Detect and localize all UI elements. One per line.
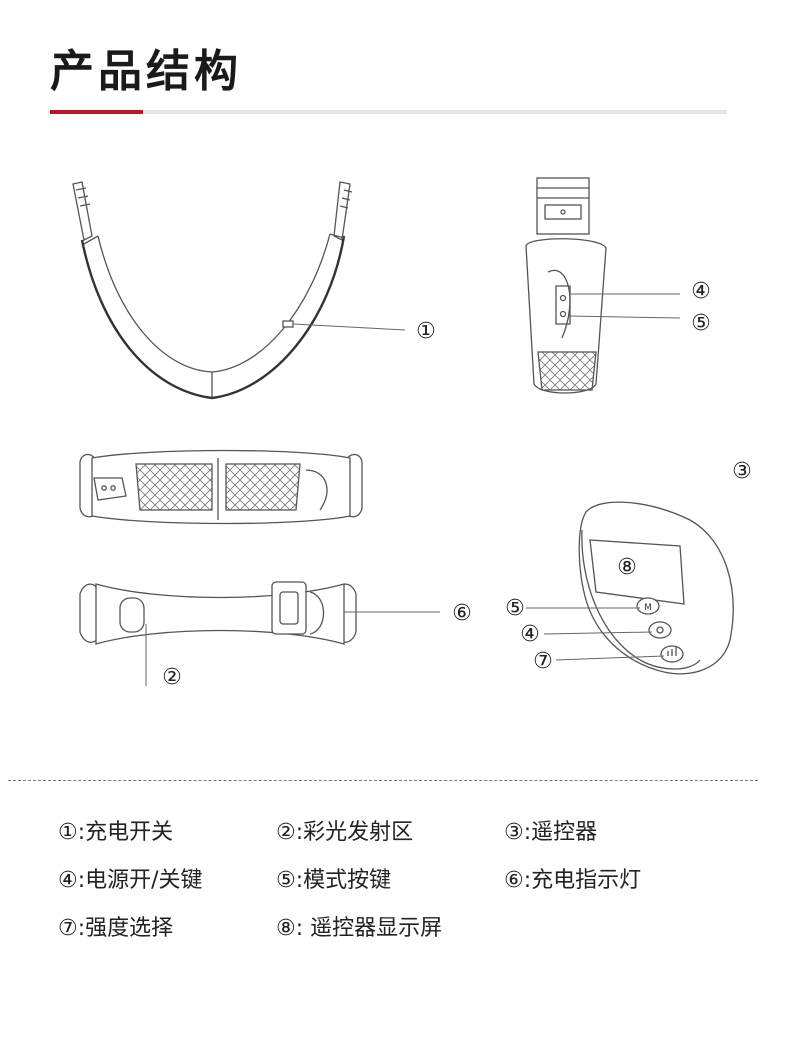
device-bottom-view bbox=[79, 581, 440, 686]
legend: ①:充电开关 ②:彩光发射区 ③:遥控器 ④:电源开/关键 ⑤:模式按键 ⑥:充… bbox=[58, 806, 758, 950]
callout-1: ① bbox=[416, 319, 436, 344]
device-top-view bbox=[79, 449, 363, 525]
device-front-view bbox=[72, 181, 406, 400]
remote-mode-button-label: M bbox=[644, 603, 652, 613]
callout-5-remote: ⑤ bbox=[505, 596, 525, 621]
remote-control bbox=[526, 501, 734, 675]
legend-item-charge-indicator: ⑥:充电指示灯 bbox=[504, 868, 642, 893]
legend-item-remote-display: ⑧: 遥控器显示屏 bbox=[276, 916, 443, 941]
legend-item-light-emission-zone: ②:彩光发射区 bbox=[276, 820, 414, 845]
title-accent-bar bbox=[50, 110, 143, 114]
legend-item-remote: ③:遥控器 bbox=[504, 820, 598, 845]
legend-item-charge-switch: ①:充电开关 bbox=[58, 820, 174, 845]
callout-8: ⑧ bbox=[617, 555, 637, 580]
section-divider bbox=[8, 780, 758, 781]
callout-6: ⑥ bbox=[452, 601, 472, 626]
callout-7: ⑦ bbox=[533, 649, 553, 674]
callout-2: ② bbox=[162, 665, 182, 690]
device-side-view bbox=[525, 177, 681, 394]
callout-4: ④ bbox=[691, 279, 711, 304]
legend-row: ⑦:强度选择 ⑧: 遥控器显示屏 bbox=[58, 902, 758, 950]
callout-3: ③ bbox=[732, 459, 752, 484]
callout-4-remote: ④ bbox=[520, 622, 540, 647]
legend-item-mode-key: ⑤:模式按键 bbox=[276, 868, 392, 893]
page-title: 产品结构 bbox=[50, 46, 242, 97]
legend-item-power-key: ④:电源开/关键 bbox=[58, 868, 203, 893]
callout-5-side: ⑤ bbox=[691, 311, 711, 336]
title-underline bbox=[50, 110, 727, 114]
product-structure-diagram: ① ④ ⑤ ⑥ bbox=[72, 177, 752, 690]
legend-row: ①:充电开关 ②:彩光发射区 ③:遥控器 bbox=[58, 806, 758, 854]
legend-row: ④:电源开/关键 ⑤:模式按键 ⑥:充电指示灯 bbox=[58, 854, 758, 902]
legend-item-intensity: ⑦:强度选择 bbox=[58, 916, 174, 941]
